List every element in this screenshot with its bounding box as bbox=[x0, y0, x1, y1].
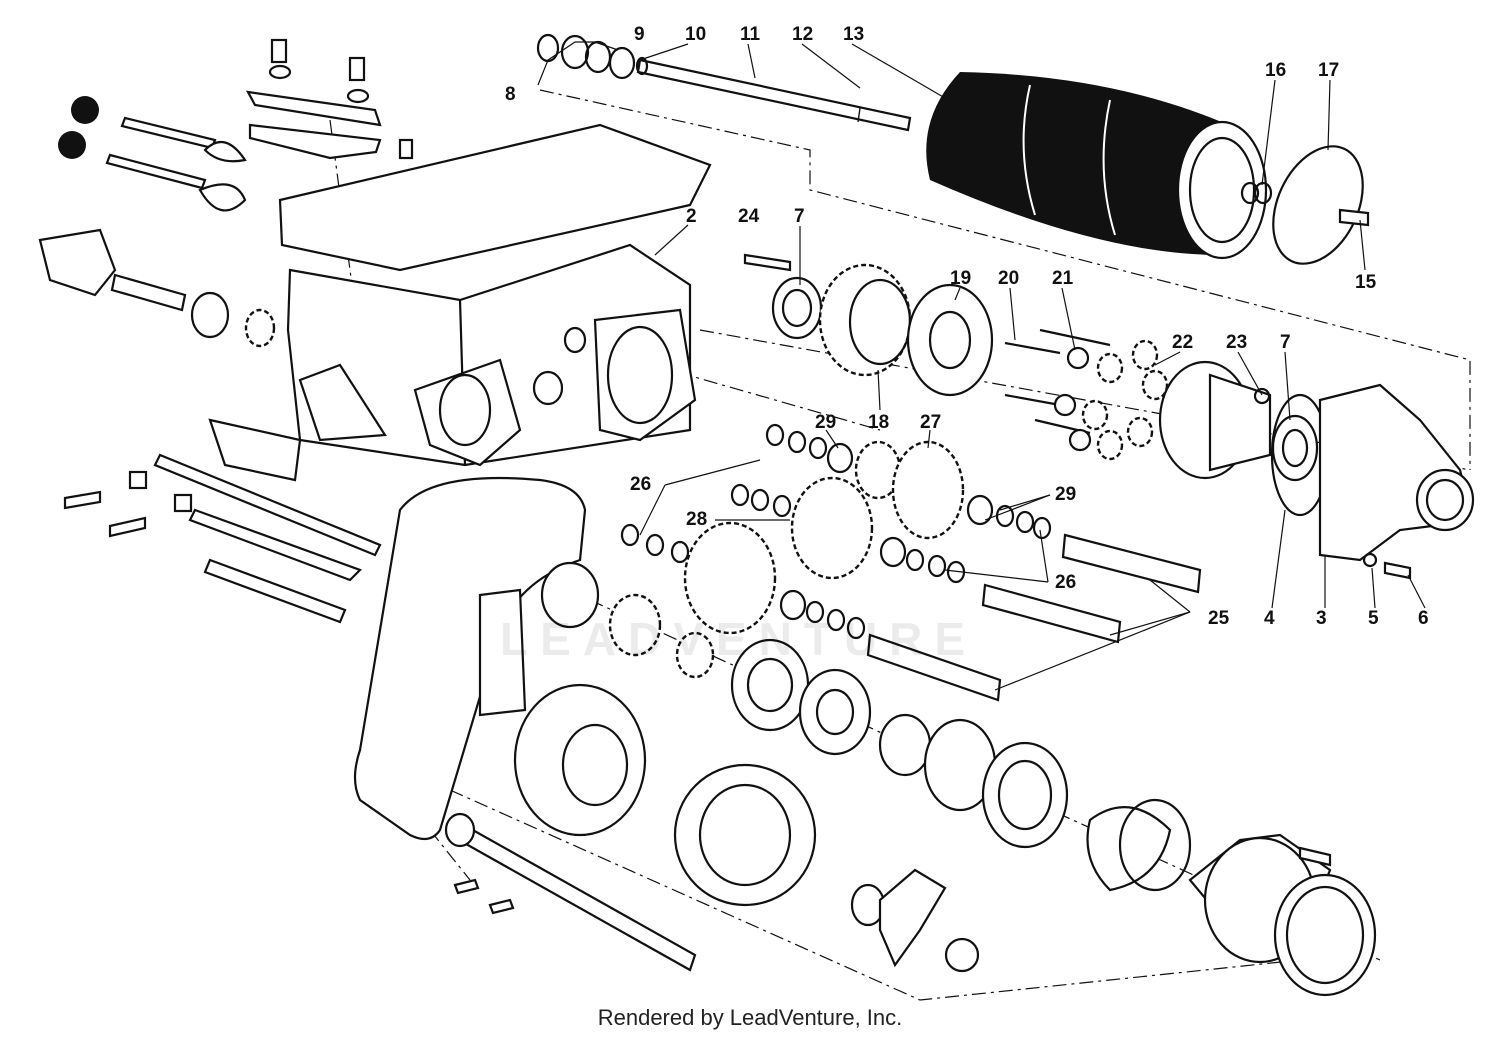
shafts-25 bbox=[866, 533, 1202, 702]
gearbox-housing-2 bbox=[278, 123, 712, 467]
callout-29-right: 29 bbox=[1055, 484, 1076, 505]
callout-6: 6 bbox=[1418, 608, 1429, 629]
roller-drum-13 bbox=[926, 72, 1268, 260]
callout-16: 16 bbox=[1265, 60, 1286, 81]
callout-26-left: 26 bbox=[630, 474, 651, 495]
callout-7-upper: 7 bbox=[794, 206, 805, 227]
callout-27: 27 bbox=[920, 412, 941, 433]
footer-credit: Rendered by LeadVenture, Inc. bbox=[597, 1005, 903, 1030]
watermark: LEADVENTURE bbox=[500, 613, 978, 665]
callout-3: 3 bbox=[1316, 608, 1327, 629]
clutch-assembly bbox=[513, 561, 1192, 907]
callout-11: 11 bbox=[740, 24, 761, 45]
callout-labels: 9 10 11 12 13 8 16 17 15 2 24 7 19 20 21… bbox=[505, 24, 1429, 629]
chain-cover bbox=[353, 476, 587, 841]
callout-12: 12 bbox=[792, 24, 813, 45]
callout-13: 13 bbox=[843, 24, 864, 45]
leader-lines bbox=[537, 41, 1426, 691]
callout-18: 18 bbox=[868, 412, 889, 433]
pins-and-pinions-20-22 bbox=[1004, 328, 1169, 461]
outer-housing bbox=[1188, 833, 1377, 997]
callout-15: 15 bbox=[1355, 272, 1377, 293]
diff-carrier-23 bbox=[1158, 360, 1319, 482]
bolt-24-bearing-7 bbox=[743, 253, 823, 340]
callout-2: 2 bbox=[686, 206, 697, 227]
callout-5: 5 bbox=[1368, 608, 1379, 629]
input-shaft bbox=[38, 228, 276, 348]
callout-8: 8 bbox=[505, 84, 516, 105]
callout-23: 23 bbox=[1226, 332, 1247, 353]
callout-28: 28 bbox=[686, 509, 707, 530]
shaft-11 bbox=[635, 56, 912, 132]
lower-left-parts bbox=[63, 418, 527, 717]
control-levers bbox=[58, 96, 247, 212]
ring-gear-18 bbox=[818, 263, 912, 377]
callout-7-right: 7 bbox=[1280, 332, 1291, 353]
callout-25: 25 bbox=[1208, 608, 1230, 629]
callout-20: 20 bbox=[998, 268, 1019, 289]
callout-10: 10 bbox=[685, 24, 706, 45]
callout-29-upper: 29 bbox=[815, 412, 836, 433]
callout-9: 9 bbox=[634, 24, 645, 45]
axle-housing-3 bbox=[1270, 383, 1475, 580]
hub-flange-19 bbox=[906, 283, 994, 397]
gear-train-26-29 bbox=[620, 423, 1052, 640]
callout-24: 24 bbox=[738, 206, 760, 227]
callout-21: 21 bbox=[1052, 268, 1074, 289]
output-shaft-spider bbox=[444, 812, 980, 973]
callout-26-right: 26 bbox=[1055, 572, 1076, 593]
callout-19: 19 bbox=[950, 268, 971, 289]
upper-brackets bbox=[245, 38, 414, 160]
callout-4: 4 bbox=[1264, 608, 1275, 629]
end-cover-15-17 bbox=[1240, 145, 1370, 265]
callout-17: 17 bbox=[1318, 60, 1339, 81]
callout-22: 22 bbox=[1172, 332, 1193, 353]
